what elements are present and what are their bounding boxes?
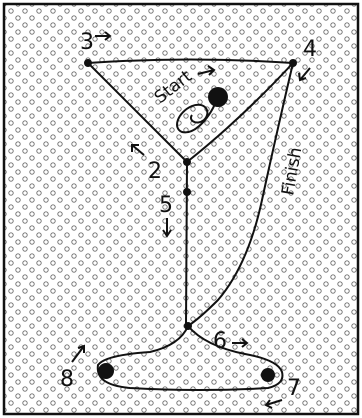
glass-stem-left bbox=[186, 162, 187, 325]
label-4: 4 bbox=[303, 37, 317, 62]
point-4 bbox=[289, 59, 297, 67]
start-dot bbox=[208, 87, 228, 107]
point-8 bbox=[98, 363, 114, 379]
label-5: 5 bbox=[159, 193, 173, 218]
dot-grid-background bbox=[4, 4, 358, 414]
label-6: 6 bbox=[213, 329, 227, 354]
label-2: 2 bbox=[148, 159, 162, 184]
point-3 bbox=[84, 59, 92, 67]
point-5 bbox=[183, 188, 191, 196]
label-7: 7 bbox=[287, 376, 301, 401]
point-2 bbox=[183, 158, 191, 166]
point-7 bbox=[261, 368, 275, 382]
label-8: 8 bbox=[60, 367, 74, 392]
point-6 bbox=[184, 322, 192, 330]
label-3: 3 bbox=[80, 30, 94, 55]
